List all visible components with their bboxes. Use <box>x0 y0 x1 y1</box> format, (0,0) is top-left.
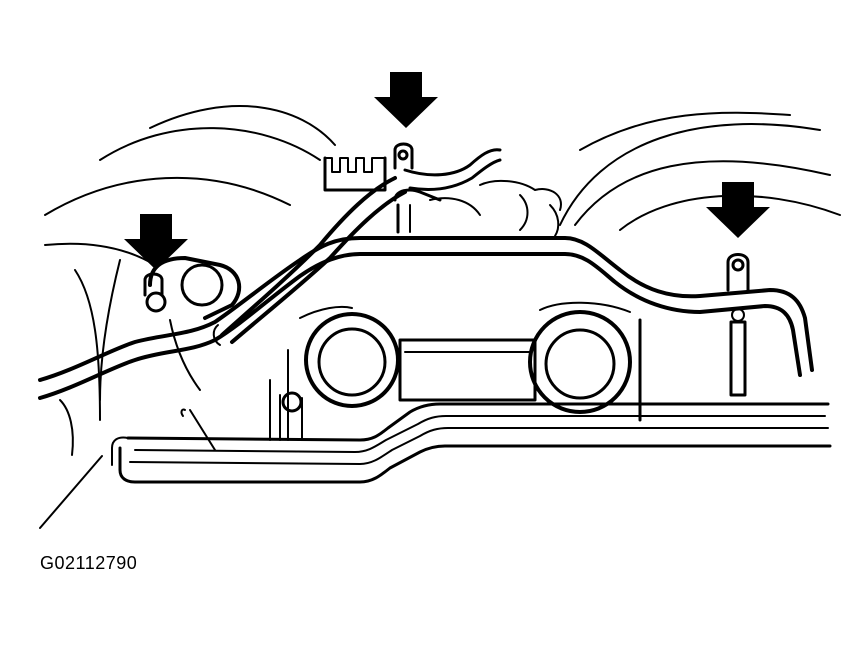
camshaft-seal-right <box>528 310 632 414</box>
engine-body-outline <box>39 105 841 529</box>
harness-branch <box>212 148 502 346</box>
arrow-down-icon <box>374 72 438 128</box>
bolt-lower-left <box>279 391 303 441</box>
clamp-right <box>726 253 750 397</box>
left-component <box>145 256 242 451</box>
top-components <box>323 156 562 237</box>
wiring-harness <box>38 236 814 400</box>
cylinder-head-block <box>269 301 642 441</box>
arrow-down-icon <box>124 214 188 270</box>
figure-id-label: G02112790 <box>40 553 138 573</box>
arrow-down-icon <box>706 182 770 238</box>
clamp-top <box>393 142 414 170</box>
camshaft-seal-left <box>304 312 400 408</box>
clamp-left <box>143 272 164 297</box>
valve-cover-outline <box>111 402 832 484</box>
